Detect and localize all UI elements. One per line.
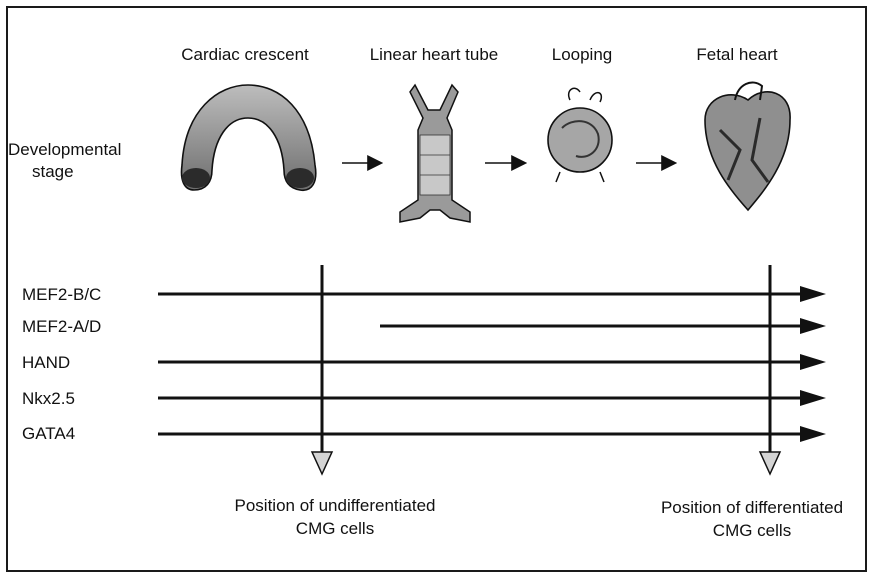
expression-arrow-mef2-bc xyxy=(158,286,826,302)
undifferentiated-position-marker xyxy=(312,265,332,474)
expression-arrow-mef2-ad xyxy=(380,318,826,334)
expression-arrow-hand xyxy=(158,354,826,370)
linear-heart-tube-illustration xyxy=(400,85,470,222)
fetal-heart-illustration xyxy=(705,82,790,210)
expression-arrow-gata4 xyxy=(158,426,826,442)
gene-expression-arrows xyxy=(158,286,826,442)
expression-arrow-nkx25 xyxy=(158,390,826,406)
differentiated-position-marker xyxy=(760,265,780,474)
looping-heart-illustration xyxy=(548,88,612,182)
cardiac-crescent-illustration xyxy=(182,85,316,190)
